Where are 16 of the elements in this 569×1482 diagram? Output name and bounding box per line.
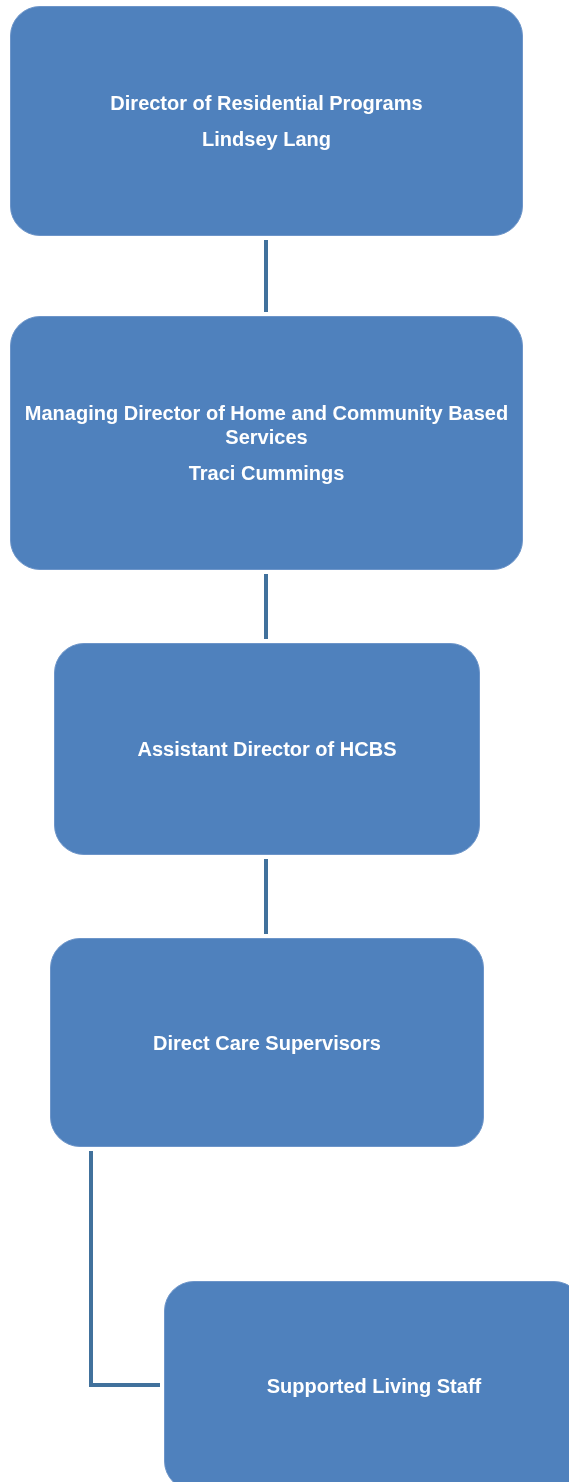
role-box <box>54 643 480 855</box>
role-title: Director of Residential Programs <box>110 91 423 115</box>
role-box <box>10 316 523 570</box>
connector-line <box>264 574 268 639</box>
connector-line <box>89 1151 160 1387</box>
connector-line <box>264 240 268 312</box>
role-title: Assistant Director of HCBS <box>137 737 397 761</box>
role-title: Supported Living Staff <box>266 1374 482 1398</box>
connector-line <box>264 859 268 934</box>
role-box <box>164 1281 569 1482</box>
person-name: Lindsey Lang <box>202 127 331 151</box>
role-box <box>10 6 523 236</box>
role-title: Direct Care Supervisors <box>153 1030 381 1055</box>
person-name: Traci Cummings <box>188 461 345 485</box>
role-box <box>50 938 484 1147</box>
role-title: Managing Director of Home and Community Based Services <box>23 401 510 449</box>
